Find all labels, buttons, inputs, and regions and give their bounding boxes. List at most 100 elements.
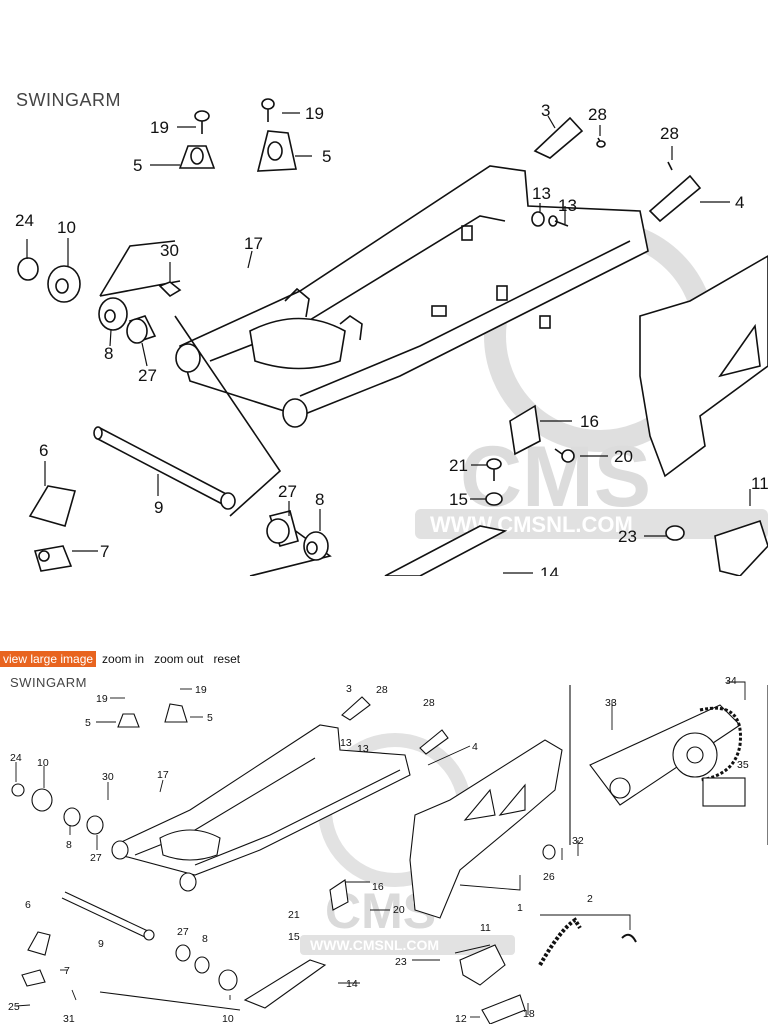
zoom-out-button[interactable]: zoom out (154, 652, 204, 666)
long-bolt[interactable] (99, 991, 241, 1011)
callout: 28 (588, 105, 607, 124)
callout: 4 (472, 741, 478, 753)
rubber-pad-6[interactable] (27, 931, 51, 956)
collar-27b[interactable] (266, 510, 299, 547)
swingarm-frame[interactable] (111, 724, 411, 892)
chain-slider-14[interactable] (243, 959, 327, 1009)
callout: 2 (587, 893, 593, 905)
callout: 6 (25, 899, 31, 911)
nut-15[interactable] (485, 492, 503, 506)
bolt-28b[interactable] (667, 161, 673, 171)
callout: 13 (340, 737, 352, 749)
drive-chain-kit[interactable] (569, 685, 768, 845)
slider-12[interactable] (481, 994, 526, 1024)
washer-10b[interactable] (218, 969, 238, 991)
chain-link[interactable] (621, 933, 637, 943)
bolt-21[interactable] (486, 458, 502, 481)
callout: 14 (346, 978, 358, 990)
collar-27[interactable] (86, 815, 104, 835)
callout: 30 (102, 771, 114, 783)
callout: 31 (63, 1013, 75, 1024)
washers-13[interactable] (531, 211, 569, 227)
bolt-19b[interactable] (261, 98, 275, 122)
view-large-image-button[interactable]: view large image (0, 651, 97, 667)
callout: 21 (288, 909, 300, 921)
pivot-bolt[interactable] (93, 426, 236, 510)
zoom-callouts: 19 19 5 5 3 28 28 4 24 10 30 17 13 13 8 … (15, 101, 768, 576)
collar-27b[interactable] (175, 944, 191, 962)
callout: 8 (104, 344, 113, 363)
leader-lines (26, 112, 751, 574)
callout: 20 (614, 447, 633, 466)
chain-guide-16[interactable] (509, 404, 541, 456)
collar-27[interactable] (126, 315, 157, 344)
bolt-20[interactable] (554, 448, 575, 463)
callout: 19 (305, 104, 324, 123)
callout: 33 (605, 697, 617, 709)
reset-button[interactable]: reset (213, 652, 241, 666)
callout: 30 (160, 241, 179, 260)
chain-case[interactable] (639, 255, 768, 478)
clip-30[interactable] (158, 281, 182, 298)
callout: 19 (96, 693, 108, 705)
adjuster-plate-4[interactable] (419, 729, 449, 755)
callout: 4 (735, 193, 744, 212)
callout: 23 (395, 956, 407, 968)
callout: 16 (372, 881, 384, 893)
adjuster-plate-3[interactable] (533, 116, 584, 159)
bushing-8[interactable] (98, 297, 128, 331)
swingarm-frame[interactable] (175, 165, 649, 428)
callout: 19 (150, 118, 169, 137)
washer-10[interactable] (47, 265, 81, 303)
bushing-8b[interactable] (194, 956, 210, 974)
bracket-11[interactable] (459, 944, 506, 986)
callout: 26 (543, 871, 555, 883)
callout: 3 (346, 683, 352, 695)
callout: 5 (207, 712, 213, 724)
bolt-28a[interactable] (596, 137, 606, 148)
callout: 13 (558, 196, 577, 215)
callout: 10 (37, 757, 49, 769)
callout: 7 (64, 965, 70, 977)
cap-24[interactable] (17, 257, 39, 281)
stopper-7[interactable] (33, 545, 73, 572)
callout: 32 (572, 835, 584, 847)
chain-guide-16[interactable] (329, 879, 349, 911)
collar-26[interactable] (542, 844, 556, 860)
clamp-5a[interactable] (117, 713, 140, 728)
zoom-in-button[interactable]: zoom in (102, 652, 145, 666)
callout: 17 (157, 769, 169, 781)
bushing-8b[interactable] (303, 531, 329, 561)
washer-10[interactable] (31, 788, 53, 812)
clamp-5b[interactable] (164, 703, 188, 723)
callout: 23 (618, 527, 637, 546)
callout: 24 (10, 752, 22, 764)
nut-23[interactable] (665, 525, 685, 541)
adjuster-plate-4[interactable] (648, 174, 702, 223)
rubber-pad-6[interactable] (28, 485, 77, 527)
callout: 25 (8, 1001, 20, 1013)
pivot-bolt[interactable] (61, 891, 155, 941)
callout: 10 (222, 1013, 234, 1024)
callout: 24 (15, 211, 34, 230)
callout: 19 (195, 684, 207, 696)
bushing-8[interactable] (63, 807, 81, 827)
clamp-5a[interactable] (178, 145, 216, 169)
cap-24[interactable] (11, 783, 25, 797)
drive-chain[interactable] (538, 917, 582, 966)
callout: 27 (278, 482, 297, 501)
callout: 11 (751, 474, 768, 493)
callout: 7 (100, 542, 109, 561)
image-toolbar: view large image zoom in zoom out reset (0, 650, 768, 668)
adjuster-plate-3[interactable] (341, 696, 371, 721)
callout: 3 (541, 101, 550, 120)
zoomed-diagram-svg: CMS WWW.CMSNL.COM SWINGARM (15, 90, 768, 576)
chain-case[interactable] (409, 739, 563, 919)
zoomed-diagram-view[interactable]: CMS WWW.CMSNL.COM SWINGARM (0, 76, 768, 576)
clamp-5b[interactable] (256, 130, 297, 172)
chain-slider-14[interactable] (384, 525, 508, 576)
full-diagram-view[interactable]: CMS WWW.CMSNL.COM SWINGARM (0, 670, 768, 1024)
stopper-7[interactable] (21, 969, 46, 987)
bolt-19a[interactable] (194, 110, 210, 134)
bracket-11[interactable] (714, 519, 768, 576)
